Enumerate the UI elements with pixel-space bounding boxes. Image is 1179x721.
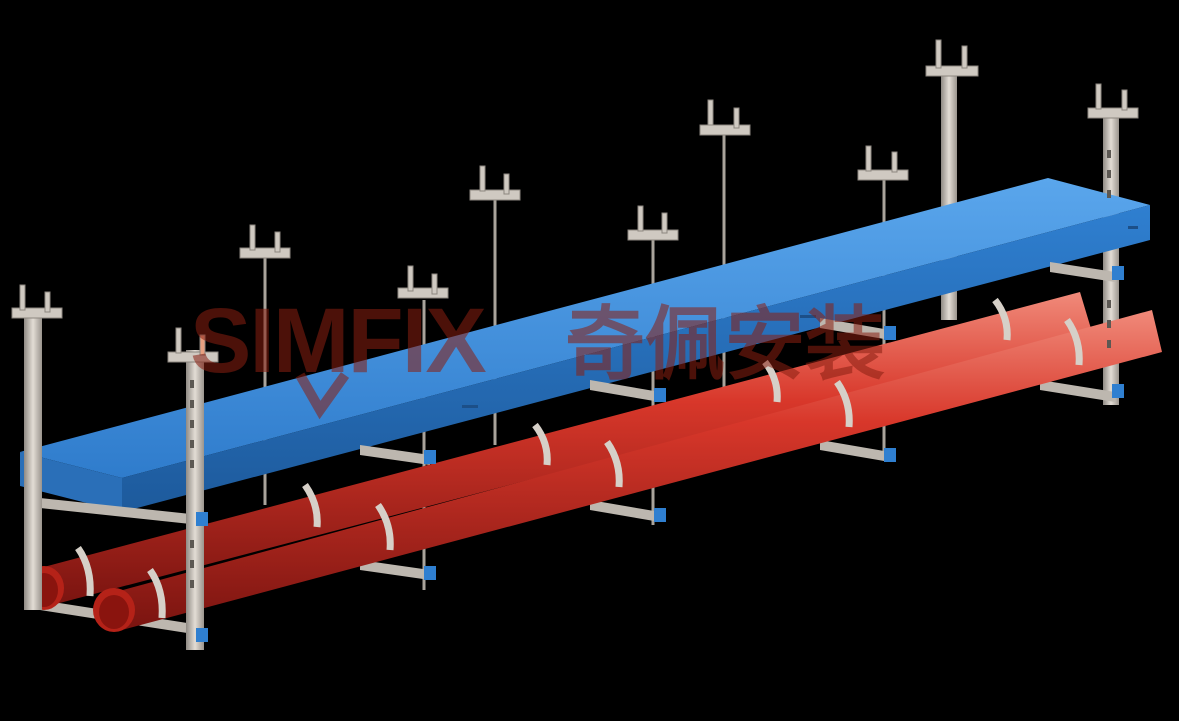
cable-tray-top (20, 178, 1150, 478)
ceiling-anchor (167, 327, 219, 363)
strut-clip (884, 326, 896, 340)
pipe-clamp (75, 545, 94, 597)
pipe-clamp (762, 359, 781, 403)
pipe-clamp (834, 379, 853, 428)
cable-tray-side (122, 205, 1150, 512)
ceiling-anchor (699, 99, 751, 136)
cross-strut (590, 380, 660, 402)
strut-clips (196, 266, 1124, 642)
strut-clip (196, 628, 208, 642)
ceiling-anchor (1087, 83, 1139, 119)
strut-clip (654, 388, 666, 402)
ceiling-anchor (627, 205, 679, 241)
brand-watermark-cjk: 奇佩安装 (565, 298, 885, 391)
cross-strut (40, 498, 200, 525)
ceiling-anchor (397, 265, 449, 299)
pipe-clamp (532, 422, 551, 466)
cross-strut (360, 560, 430, 580)
ceiling-anchor (925, 39, 979, 77)
pipe-clamp (604, 439, 623, 488)
brand-logo-mark (295, 372, 350, 420)
pipe-front (112, 310, 1162, 630)
ceiling-anchor (469, 165, 521, 201)
strut-clip (884, 448, 896, 462)
pipe-clamp (375, 502, 394, 551)
ceiling-anchors (11, 39, 1139, 363)
vent-slots (462, 226, 1138, 408)
pipe-back (40, 292, 1092, 605)
strut-column (186, 350, 204, 650)
pipe-clamp (302, 482, 321, 528)
brand-watermark: SIMFIX 奇佩安装 (190, 290, 885, 420)
strut-clip (1112, 384, 1124, 398)
ceiling-anchor (11, 284, 63, 319)
strut-clip (1112, 266, 1124, 280)
strut-clip (196, 512, 208, 526)
cross-strut (1050, 262, 1115, 282)
pipe-clamp (1064, 317, 1083, 366)
strut-clip (654, 508, 666, 522)
pipe-clamp (992, 297, 1011, 341)
strut-column (24, 310, 42, 610)
ceiling-anchor (239, 224, 291, 259)
strut-columns-front (24, 150, 1111, 650)
cross-strut (820, 440, 890, 462)
pipe-clamp (147, 567, 166, 619)
cross-strut (820, 318, 890, 340)
pipe-clamps (75, 297, 1083, 619)
cable-tray (20, 178, 1150, 512)
strut-clip (424, 566, 436, 580)
strut-clip (424, 450, 436, 464)
ceiling-anchor (857, 145, 909, 181)
cross-struts (40, 262, 1115, 635)
cross-strut (360, 445, 430, 465)
cable-tray-front (20, 452, 122, 512)
cross-strut (1040, 380, 1115, 402)
cross-strut (590, 500, 660, 522)
pipes (24, 292, 1162, 632)
